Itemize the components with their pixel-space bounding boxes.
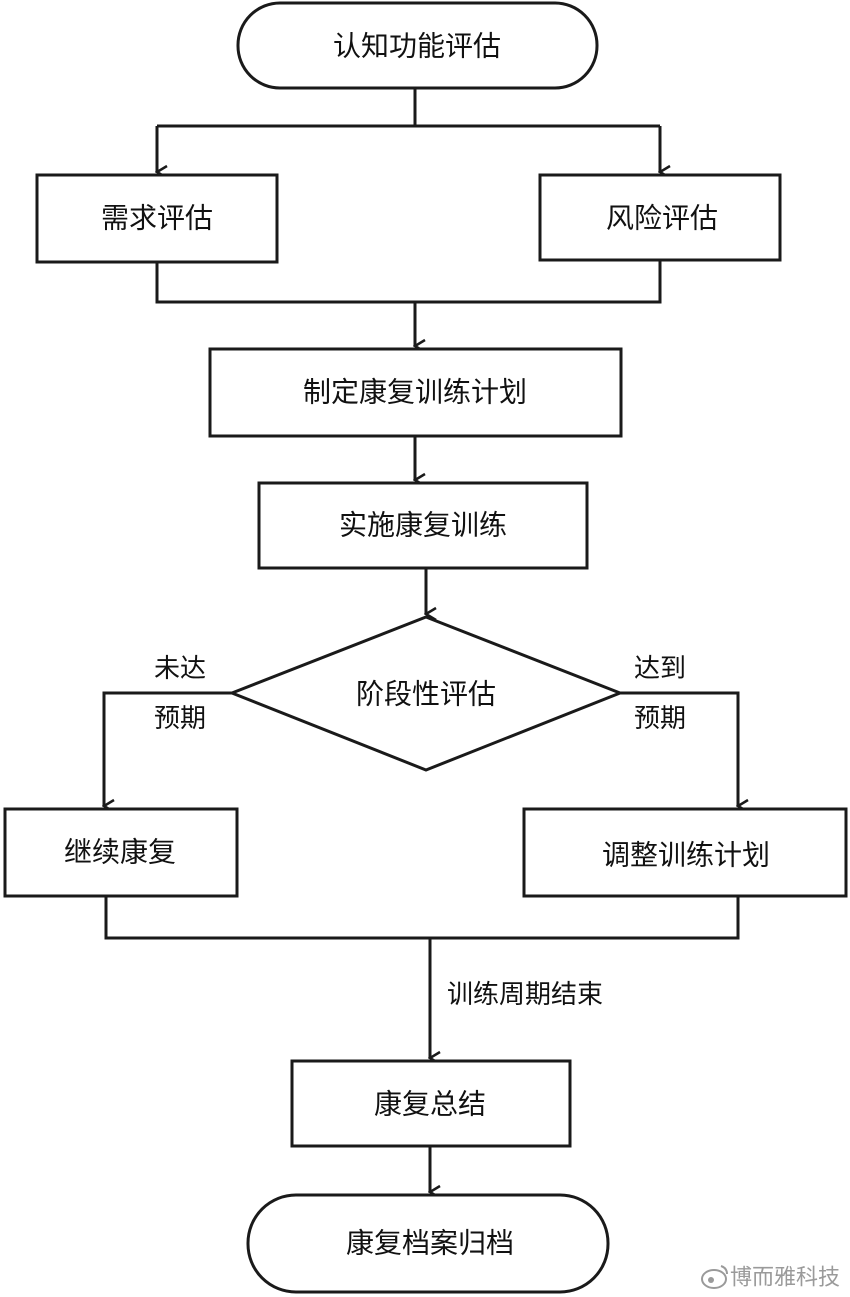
- node-make-plan-label: 制定康复训练计划: [303, 376, 527, 409]
- node-risk-assessment-label: 风险评估: [606, 202, 718, 235]
- node-implement-training: 实施康复训练: [257, 481, 589, 570]
- edge-merge-outcomes: [104, 896, 740, 940]
- edge-label-not-reached-1: 未达: [154, 654, 206, 684]
- watermark: 博而雅科技: [701, 1265, 840, 1291]
- weibo-icon: [701, 1265, 728, 1289]
- edge-label-period-end: 训练周期结束: [447, 980, 603, 1010]
- node-needs-assessment: 需求评估: [35, 173, 279, 264]
- edge-not-reached: [104, 691, 232, 806]
- node-continue-rehab: 继续康复: [3, 807, 239, 898]
- node-risk-assessment: 风险评估: [538, 173, 782, 262]
- node-adjust-plan-label: 调整训练计划: [602, 839, 770, 872]
- node-rehab-summary-label: 康复总结: [374, 1088, 486, 1121]
- node-make-plan: 制定康复训练计划: [208, 347, 623, 438]
- edge-label-reached-1: 达到: [634, 654, 686, 684]
- edge-merge-assessments: [155, 260, 662, 304]
- node-adjust-plan: 调整训练计划: [522, 807, 848, 898]
- edge-label-not-reached-2: 预期: [154, 704, 206, 734]
- node-rehab-summary: 康复总结: [290, 1059, 572, 1148]
- node-archive-label: 康复档案归档: [346, 1227, 514, 1260]
- node-cognitive-assessment-label: 认知功能评估: [333, 30, 501, 63]
- edges: [104, 88, 738, 1192]
- node-cognitive-assessment: 认知功能评估: [236, 1, 599, 90]
- edge-reached: [620, 691, 738, 806]
- node-needs-assessment-label: 需求评估: [101, 202, 213, 235]
- node-archive: 康复档案归档: [246, 1193, 610, 1294]
- node-stage-assessment-label: 阶段性评估: [356, 678, 496, 711]
- node-implement-training-label: 实施康复训练: [339, 509, 507, 542]
- edge-label-reached-2: 预期: [634, 704, 686, 734]
- watermark-text: 博而雅科技: [730, 1266, 840, 1291]
- node-stage-assessment: 阶段性评估: [227, 615, 625, 772]
- edge-start-split: [157, 88, 660, 128]
- node-continue-rehab-label: 继续康复: [64, 836, 176, 869]
